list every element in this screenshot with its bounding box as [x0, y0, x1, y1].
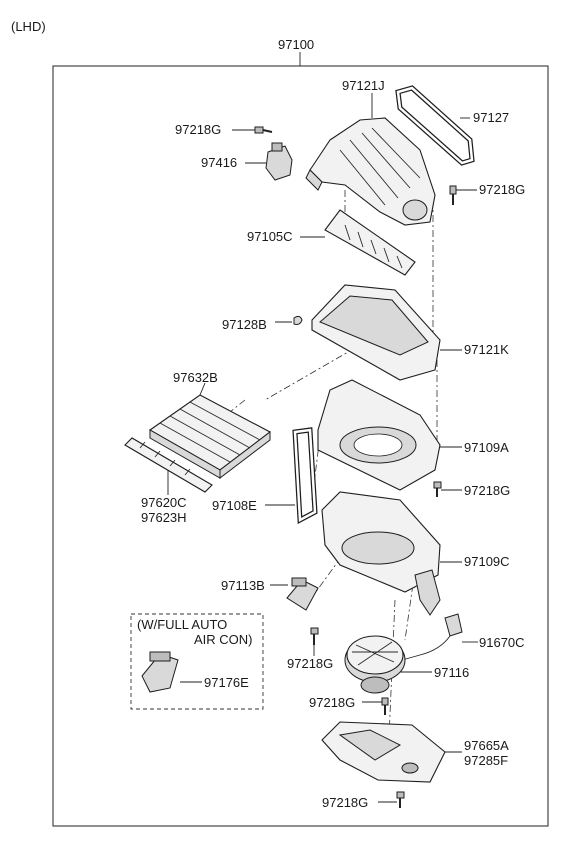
seal-97108e	[265, 427, 318, 525]
label-91670c: 91670C	[479, 635, 525, 650]
lower-case-97665a	[321, 721, 462, 783]
label-97121j: 97121J	[342, 78, 385, 93]
label-97218g-a: 97218G	[175, 122, 222, 137]
assembly-frame	[52, 65, 549, 827]
upper-housing-97109a	[317, 379, 462, 491]
label-97113b: 97113B	[221, 578, 265, 593]
option-line-2: AIR CON)	[194, 632, 253, 647]
label-97416: 97416	[201, 155, 238, 170]
filter-housing-97121k	[311, 284, 462, 381]
screw-top-left	[232, 126, 273, 134]
grille-97620c	[124, 437, 213, 495]
clip-97128b	[275, 315, 303, 325]
label-97128b: 97128B	[222, 317, 267, 332]
label-97108e: 97108E	[212, 498, 257, 513]
module-97176e	[141, 651, 202, 693]
label-97176e: 97176E	[204, 675, 249, 690]
option-box-frame	[130, 613, 264, 710]
screw-top-right	[449, 185, 477, 205]
label-97127: 97127	[473, 110, 510, 125]
screw-bottom	[378, 791, 405, 808]
option-line-1: (W/FULL AUTO	[137, 617, 228, 632]
screw-mid	[433, 481, 462, 497]
label-97218g-c: 97218G	[464, 483, 511, 498]
label-97109c: 97109C	[464, 554, 510, 569]
label-97665a: 97665A	[464, 738, 509, 753]
cabin-filter-97632b	[148, 382, 272, 480]
blower-motor-97116	[344, 635, 432, 694]
harness-91670c	[401, 613, 478, 661]
screw-motor	[362, 697, 389, 715]
label-97285f: 97285F	[464, 753, 509, 768]
label-97218g-b: 97218G	[479, 182, 526, 197]
label-97109a: 97109A	[464, 440, 509, 455]
label-97632b: 97632B	[173, 370, 218, 385]
label-97218g-d: 97218G	[287, 656, 334, 671]
upper-case-97121j	[305, 117, 436, 226]
assembly-number: 97100	[278, 37, 315, 52]
label-97623h: 97623H	[141, 510, 187, 525]
label-97121k: 97121K	[464, 342, 509, 357]
resistor-97113b	[270, 577, 319, 611]
gasket-97127	[395, 85, 475, 166]
actuator-97416	[245, 142, 293, 181]
lower-housing-97109c	[321, 491, 462, 616]
label-97105c: 97105C	[247, 229, 293, 244]
label-97116: 97116	[434, 665, 470, 680]
variant-label: (LHD)	[11, 19, 46, 34]
screw-resistor	[310, 627, 319, 656]
filter-frame-97105c	[300, 209, 416, 276]
label-97218g-e: 97218G	[309, 695, 356, 710]
label-97620c: 97620C	[141, 495, 187, 510]
label-97218g-f: 97218G	[322, 795, 369, 810]
